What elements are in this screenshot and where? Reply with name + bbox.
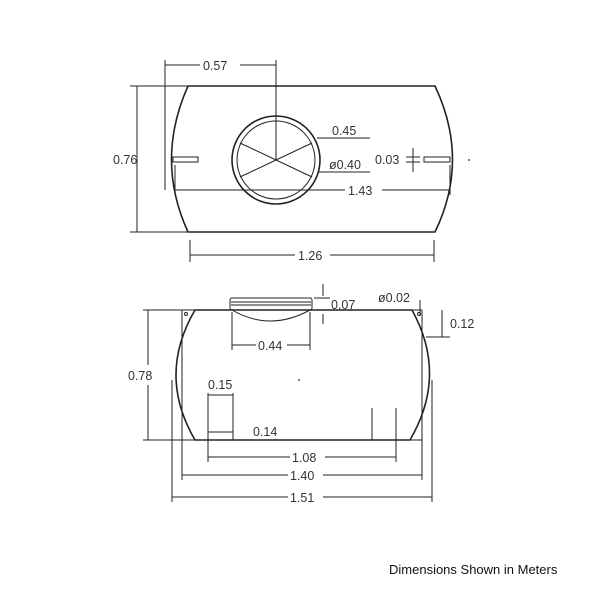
dim-slot-span: 1.43 bbox=[348, 184, 372, 198]
tank-outline-side bbox=[175, 309, 431, 441]
side-view: 0.44 0.07 ø0.02 0.12 0.78 0.15 0.14 1.08 bbox=[128, 284, 474, 505]
slot-right bbox=[423, 156, 451, 163]
dim-hole: ø0.02 bbox=[378, 291, 410, 305]
dim-cap-height: 0.07 bbox=[331, 298, 355, 312]
dim-leg-span: 1.08 bbox=[292, 451, 316, 465]
slot-left bbox=[172, 156, 199, 163]
dim-overall-length: 1.51 bbox=[290, 491, 314, 505]
dim-leg-width: 0.15 bbox=[208, 378, 232, 392]
dim-cap-width: 0.44 bbox=[258, 339, 282, 353]
dim-leg-gap: 0.14 bbox=[253, 425, 277, 439]
cap bbox=[229, 297, 313, 311]
dim-slot: 0.03 bbox=[375, 153, 399, 167]
dim-lug: 0.12 bbox=[450, 317, 474, 331]
dim-flat-length: 1.26 bbox=[298, 249, 322, 263]
dim-inner-diameter: ø0.40 bbox=[329, 158, 361, 172]
dim-height: 0.78 bbox=[128, 369, 152, 383]
dim-base-length: 1.40 bbox=[290, 469, 314, 483]
units-caption: Dimensions Shown in Meters bbox=[389, 562, 558, 577]
dim-width: 0.76 bbox=[113, 153, 137, 167]
dim-outer-diameter: 0.45 bbox=[332, 124, 356, 138]
top-view: 0.57 0.76 0.03 0.45 ø0.40 1.43 1.26 bbox=[113, 59, 470, 263]
dim-offset: 0.57 bbox=[203, 59, 227, 73]
tank-outline-top bbox=[170, 85, 454, 233]
